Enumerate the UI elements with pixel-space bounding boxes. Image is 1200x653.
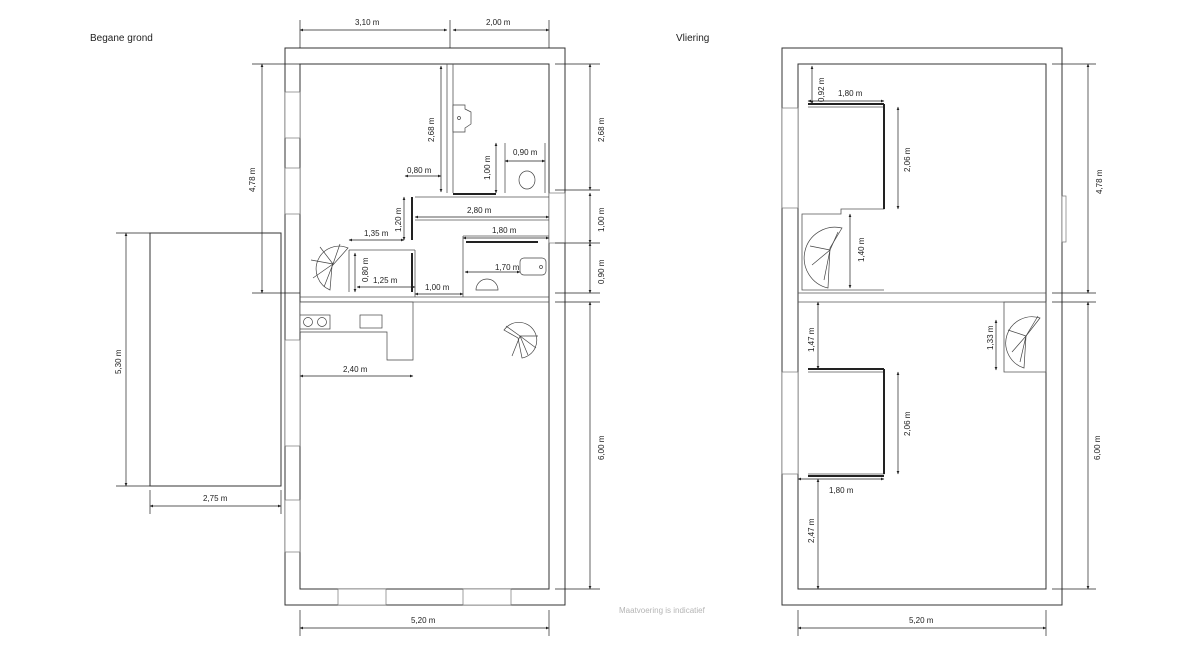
dim-attic-147: 1,47 m (807, 327, 816, 352)
window-bottom-1 (337, 588, 387, 606)
window-left-2 (284, 167, 301, 215)
dim-attic-right-600: 6,00 m (1093, 435, 1102, 460)
toilet-1 (518, 170, 536, 190)
dim-attic-right-478: 4,78 m (1095, 169, 1104, 194)
ground-outer-wall (284, 47, 566, 606)
dim-180: 1,80 m (492, 226, 517, 235)
dim-right-090: 0,90 m (597, 259, 606, 284)
dim-left-478: 4,78 m (248, 167, 257, 192)
dim-120: 1,20 m (394, 207, 403, 232)
attic-dimensions: 0,92 m 1,80 m 2,06 m 1,40 m 4,78 m 1,47 … (797, 63, 1104, 636)
dim-ext-530: 5,30 m (114, 349, 123, 374)
dim-080b: 0,80 m (361, 257, 370, 282)
ground-floor-plan (149, 47, 566, 606)
window-left-3 (284, 339, 301, 447)
dim-240: 2,40 m (343, 365, 368, 374)
attic-inner-wall (797, 63, 1047, 590)
dim-attic-133: 1,33 m (986, 325, 995, 350)
annex-outline (149, 232, 282, 487)
dim-ext-275: 2,75 m (203, 494, 228, 503)
dim-attic-140: 1,40 m (857, 237, 866, 262)
window-left-4 (284, 499, 301, 553)
dim-100b: 1,00 m (425, 283, 450, 292)
door-right (548, 192, 566, 244)
ground-floor-dimensions: 3,10 m 2,00 m 4,78 m 2,68 m 2,68 m 0,80 … (114, 18, 606, 636)
dim-right-100: 1,00 m (597, 207, 606, 232)
kitchen-counter (299, 301, 414, 361)
dim-attic-206b: 2,06 m (903, 411, 912, 436)
dim-right-268: 2,68 m (597, 117, 606, 142)
sink (359, 314, 383, 329)
dim-attic-206a: 2,06 m (903, 147, 912, 172)
dim-280: 2,80 m (467, 206, 492, 215)
dim-attic-bottom-520: 5,20 m (909, 616, 934, 625)
shower (475, 278, 499, 291)
spiral-stair-attic-2 (1003, 301, 1047, 373)
attic-side-window (1061, 195, 1067, 243)
dim-100: 1,00 m (483, 155, 492, 180)
attic-plan (781, 47, 1067, 606)
dim-bottom-520: 5,20 m (411, 616, 436, 625)
attic-window-1 (781, 107, 799, 209)
dim-right-600: 6,00 m (597, 435, 606, 460)
washbasin (452, 104, 472, 133)
dim-125: 1,25 m (373, 276, 398, 285)
ground-floor-title: Begane grond (90, 33, 153, 44)
attic-outer-wall (781, 47, 1063, 606)
attic-title: Vliering (676, 33, 709, 44)
indicative-note: Maatvoering is indicatief (619, 606, 706, 615)
dim-top-200: 2,00 m (486, 18, 511, 27)
spiral-stair-ground-2 (503, 321, 538, 359)
dim-inner-268: 2,68 m (427, 117, 436, 142)
dim-080: 0,80 m (407, 166, 432, 175)
window-bottom-2 (462, 588, 512, 606)
window-left-1 (284, 91, 301, 139)
attic-window-2 (781, 371, 799, 475)
dim-090: 0,90 m (513, 148, 538, 157)
dim-attic-180a: 1,80 m (838, 89, 863, 98)
dim-top-310: 3,10 m (355, 18, 380, 27)
spiral-stair-ground-1 (310, 243, 349, 291)
dim-170: 1,70 m (495, 263, 520, 272)
dim-attic-247: 2,47 m (807, 518, 816, 543)
dim-135: 1,35 m (364, 229, 389, 238)
bathtub (519, 257, 547, 276)
dim-attic-180b: 1,80 m (829, 486, 854, 495)
spiral-stair-attic-1 (803, 226, 843, 289)
dim-attic-092: 0,92 m (817, 77, 826, 102)
